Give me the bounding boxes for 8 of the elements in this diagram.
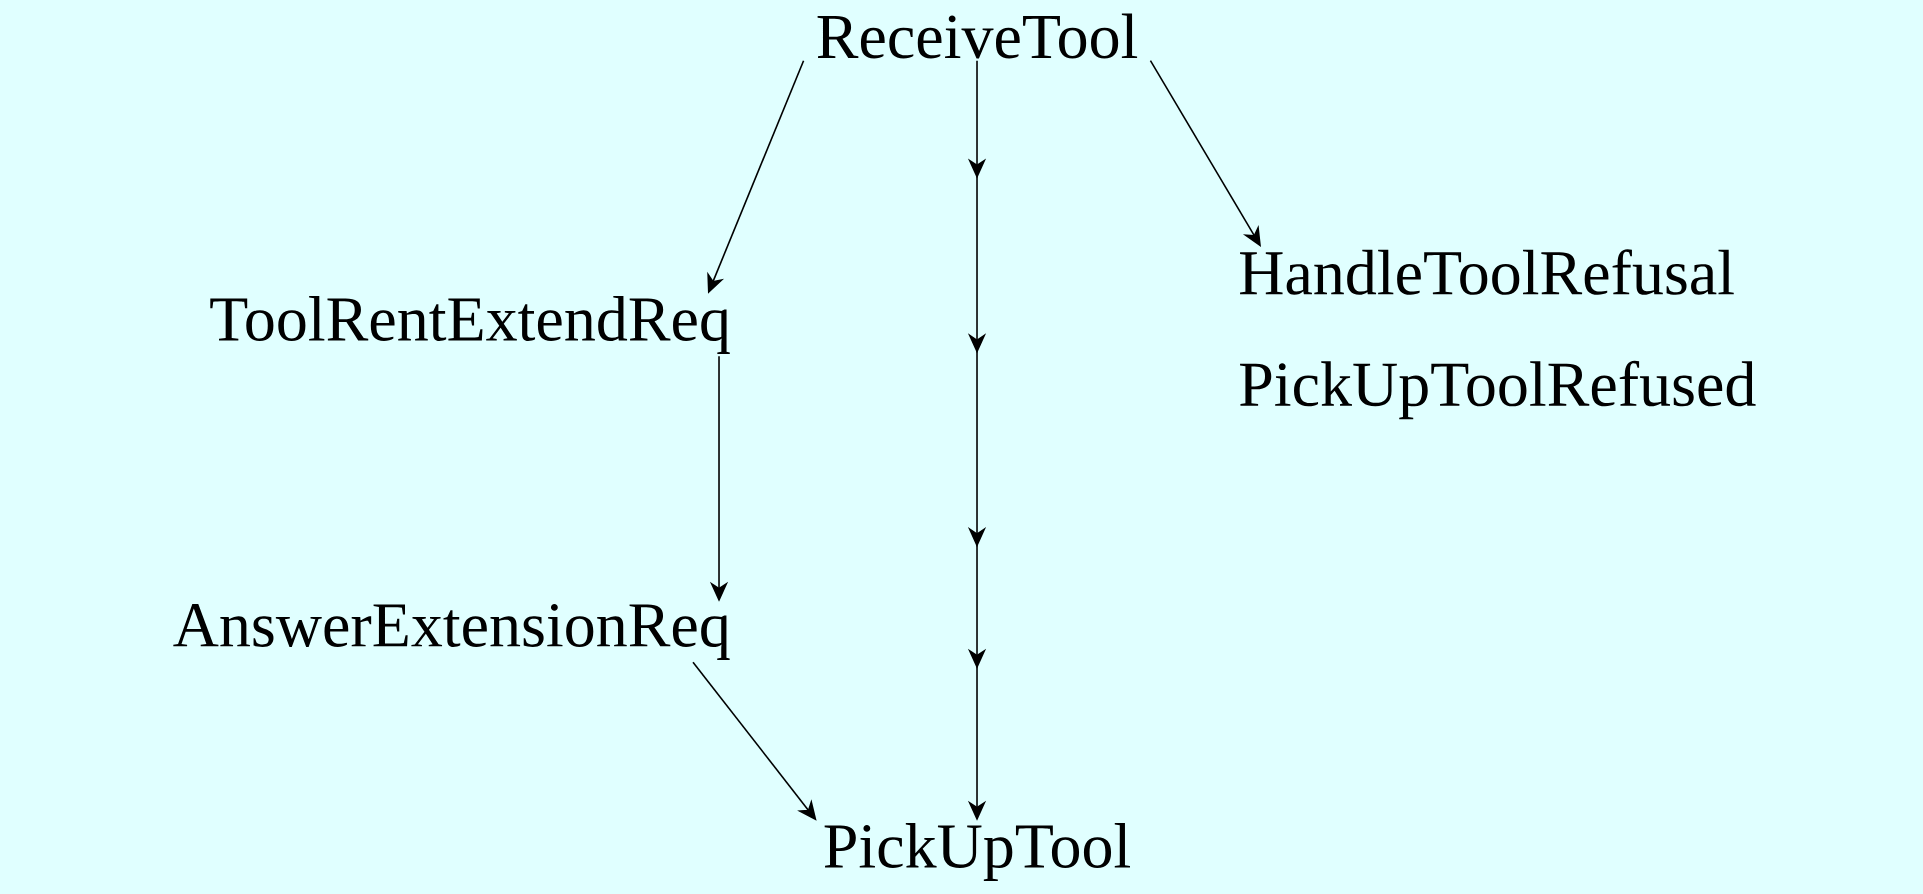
- state-label: PickUpToolRefused: [1240, 360, 1756, 420]
- arrow: [1149, 59, 1261, 247]
- state-label: PickUpTool: [824, 822, 1130, 881]
- state-label: ToolRentExtendReq: [210, 295, 730, 354]
- arrow: [692, 661, 817, 821]
- state-label: ReceiveTool: [817, 13, 1138, 59]
- state-label: AnswerExtensionReq: [173, 604, 730, 660]
- state-label: HandleToolRefusal: [1240, 249, 1734, 295]
